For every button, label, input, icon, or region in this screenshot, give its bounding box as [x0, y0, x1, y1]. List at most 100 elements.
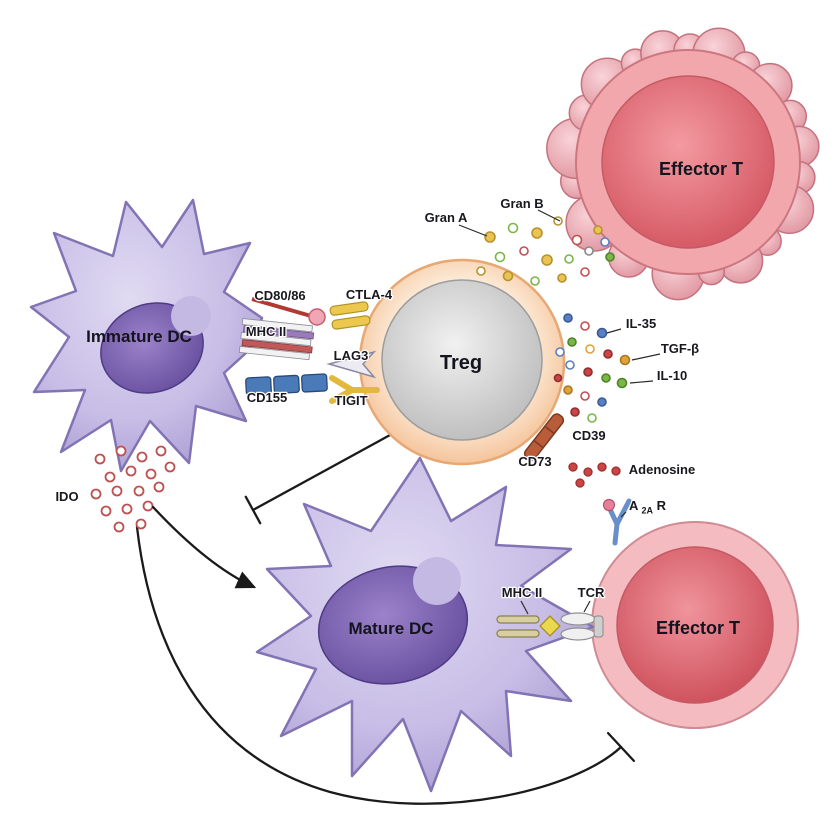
ido-dot: [153, 481, 165, 493]
treg-label: Treg: [440, 352, 482, 374]
tigit-label: TIGIT: [334, 393, 367, 408]
adenosine-dot: [611, 466, 621, 476]
a2ar-ligand: [602, 498, 616, 512]
mhc2-stripe: [240, 332, 312, 347]
ido-dot: [100, 505, 112, 517]
ido-arrow: [151, 505, 257, 589]
a2ar-label: A 2A R: [629, 498, 667, 517]
tcr-chain-top: [560, 612, 596, 626]
granule-dot: [557, 273, 567, 283]
mhc2-mdc-label: MHC II: [502, 585, 542, 600]
a2ar-stem: [612, 521, 620, 546]
channel-band: [533, 439, 544, 449]
cd39-cd73-rod: [523, 413, 565, 461]
cd155-label: CD155: [247, 390, 287, 405]
cd155-segment: [245, 376, 272, 396]
granule-dot: [494, 251, 506, 263]
mhc2-prong-bottom: [496, 629, 540, 638]
effector-t-bottom-label: Effector T: [656, 618, 740, 638]
ido-dot: [94, 453, 106, 465]
leader-lines: [458, 209, 661, 615]
ido-dot: [121, 503, 133, 515]
tgf-beta-leader: [631, 353, 661, 361]
cytokine-dot: [596, 327, 608, 339]
ido-dot: [133, 485, 145, 497]
ctla4-prong-top: [329, 301, 369, 316]
molecule-labels: CD80/86 CTLA-4 MHC II LAG3 CD155 TIGIT G…: [54, 195, 700, 602]
cd80-86-label: CD80/86: [254, 288, 305, 303]
immature-dc-nucleus-notch: [171, 296, 211, 336]
granule-dot: [502, 270, 514, 282]
mhc2-dc-label: MHC II: [246, 324, 286, 339]
granule-dot: [605, 252, 615, 262]
cytokine-dot: [587, 413, 597, 423]
cytokine-dot: [585, 344, 595, 354]
cytokine-dot: [570, 407, 580, 417]
ctla4-receptor: [329, 301, 371, 330]
gran-b-label: Gran B: [500, 196, 543, 211]
cytokine-dot: [601, 373, 611, 383]
granule-dot: [530, 276, 540, 286]
cd155-segment: [301, 373, 328, 393]
mhc2-stripe: [241, 339, 313, 354]
granule-dot: [564, 254, 574, 264]
inhibition-curve-ido-to-effector: [135, 525, 636, 805]
tcr-anchor: [593, 615, 604, 638]
effector-t-bottom-cytoplasm: [616, 546, 774, 704]
channel-band: [544, 425, 555, 435]
ido-dot: [113, 521, 125, 533]
gran-a-leader: [458, 224, 488, 237]
gran-b-leader: [537, 209, 561, 222]
granule-dot: [484, 231, 496, 243]
cytokine-dot: [603, 349, 613, 359]
adenosine-dot: [568, 462, 578, 472]
cytokine-dot: [616, 377, 628, 389]
mhc2-stripe: [243, 325, 315, 340]
ido-dot: [135, 518, 147, 530]
mature-dc-nucleus-notch: [413, 557, 461, 605]
cd73-label: CD73: [518, 454, 551, 469]
a2ar-receptor: [602, 498, 632, 546]
cd155-segment: [273, 374, 300, 395]
cd39-cd73-channel: [523, 413, 565, 461]
inhibition-line-path: [251, 421, 414, 512]
adenosine-label: Adenosine: [629, 462, 695, 477]
granule-dot: [519, 246, 529, 256]
cd80-86-receptor: [251, 297, 312, 318]
treg-cell: Treg: [358, 258, 566, 466]
ido-dot: [111, 485, 123, 497]
mature-dc-cell: Mature DC: [255, 456, 595, 793]
effector-t-top-label: Effector T: [659, 159, 743, 179]
adenosine-dots: [568, 462, 621, 488]
cytokine-dot: [563, 313, 573, 323]
granule-dot: [531, 227, 543, 239]
inhibition-bar: [244, 495, 262, 525]
granzyme-dots: [476, 216, 615, 286]
cd80-86-head: [308, 308, 326, 326]
gran-a-label: Gran A: [425, 210, 468, 225]
ido-dot: [136, 451, 148, 463]
il35-label: IL-35: [626, 316, 656, 331]
lag3-label: LAG3: [334, 348, 369, 363]
mhc2-prong-top: [496, 615, 540, 624]
ido-label: IDO: [55, 489, 78, 504]
granule-dot: [476, 266, 486, 276]
ctla4-prong-bottom: [331, 315, 371, 330]
ido-dot: [155, 445, 167, 457]
treg-core: [381, 279, 543, 441]
lag3-receptor: [326, 350, 377, 379]
adenosine-dot: [597, 462, 607, 472]
immature-dc-cell: Immature DC: [29, 198, 264, 473]
granule-dot: [584, 246, 594, 256]
tigit-receptor: [329, 375, 380, 404]
cytokine-dot: [583, 367, 593, 377]
cytokine-dot: [553, 373, 563, 383]
granule-dot: [507, 222, 519, 234]
il35-leader: [606, 328, 622, 334]
ido-dot: [115, 445, 127, 457]
peptide-antigen: [539, 615, 561, 637]
cytokine-dot: [580, 391, 590, 401]
il10-leader: [629, 380, 654, 384]
a2ar-label-base: A: [629, 498, 639, 513]
